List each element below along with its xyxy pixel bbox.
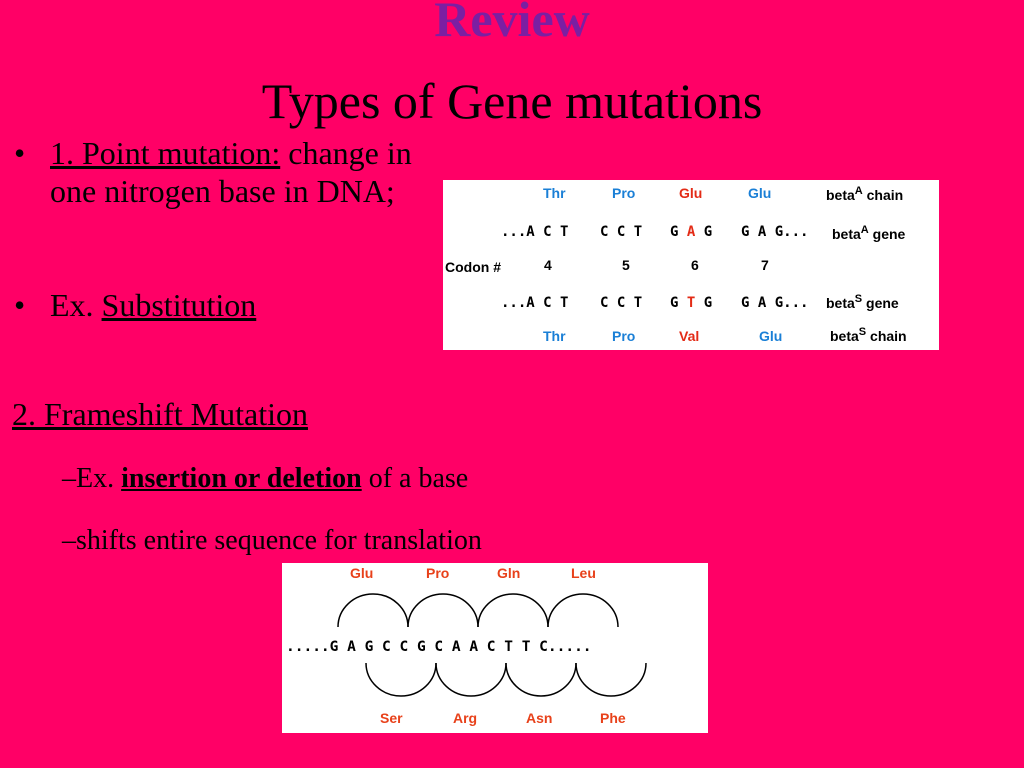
substitution-term: Substitution — [101, 287, 257, 323]
amino-leu: Leu — [571, 565, 596, 581]
bottom-arc-3 — [505, 662, 577, 697]
amino-pro-s: Pro — [612, 328, 636, 344]
beta-a-gene-label: betaA gene — [832, 224, 906, 242]
codon-gtg-mutant: G T G — [670, 295, 713, 311]
codon-cct: C C T — [600, 224, 643, 240]
amino-glu: Glu — [748, 185, 772, 201]
beta-s-chain-label: betaS chain — [830, 326, 907, 344]
codon-gag-s: G A G... — [741, 295, 809, 311]
amino-pro: Pro — [426, 565, 450, 581]
top-arc-3 — [477, 593, 549, 628]
review-heading: Review — [434, 0, 590, 47]
beta-a-chain-label: betaA chain — [826, 185, 904, 203]
codon-7: 7 — [761, 257, 769, 273]
reading-frame-arcs — [337, 593, 647, 697]
codon-5: 5 — [622, 257, 630, 273]
codon-gag-normal: G A G — [670, 224, 713, 240]
amino-thr: Thr — [543, 185, 566, 201]
example-prefix: –Ex. — [62, 463, 122, 494]
dna-sequence: .....G A G C C G C A A C T T C..... — [286, 639, 592, 655]
beta-s-gene-label: betaS gene — [826, 293, 899, 311]
amino-pro: Pro — [612, 185, 636, 201]
point-mutation-term: 1. Point mutation: — [50, 135, 281, 171]
top-arc-4 — [547, 593, 619, 628]
amino-asn: Asn — [526, 710, 553, 726]
codon-act: ...A C T — [501, 224, 569, 240]
bullet-dot: • — [14, 287, 26, 323]
amino-phe: Phe — [600, 710, 626, 726]
codon-cct-s: C C T — [600, 295, 643, 311]
amino-gln: Gln — [497, 565, 521, 581]
slide-title: Types of Gene mutations — [261, 73, 763, 129]
amino-glu-normal: Glu — [679, 185, 703, 201]
point-mutation-diagram: Thr Pro Glu Glu betaA chain ...A C T C C… — [443, 180, 939, 350]
codon-act-s: ...A C T — [501, 295, 569, 311]
top-arc-2 — [407, 593, 479, 628]
amino-arg: Arg — [453, 710, 478, 726]
bullet-dot: • — [14, 135, 26, 171]
amino-thr-s: Thr — [543, 328, 566, 344]
bottom-arc-2 — [435, 662, 507, 697]
amino-glu-s: Glu — [759, 328, 783, 344]
frameshift-description: –shifts entire sequence for translation — [62, 525, 482, 556]
codon-number-label: Codon # — [445, 259, 501, 275]
example-prefix: Ex. — [50, 287, 102, 323]
bullet-example-substitution: • Ex. Substitution — [14, 286, 434, 324]
bottom-arc-1 — [365, 662, 437, 697]
example-suffix: of a base — [361, 463, 469, 494]
bullet-point-mutation: • 1. Point mutation: change in one nitro… — [14, 134, 444, 210]
frameshift-heading: 2. Frameshift Mutation — [12, 396, 308, 432]
amino-ser: Ser — [380, 710, 403, 726]
point-mutation-definition: change in one nitrogen base in DNA; — [50, 135, 412, 209]
codon-gag: G A G... — [741, 224, 809, 240]
codon-6: 6 — [691, 257, 699, 273]
amino-val-mutant: Val — [679, 328, 700, 344]
bottom-arc-4 — [575, 662, 647, 697]
frameshift-example: –Ex. insertion or deletion of a base — [62, 461, 468, 497]
top-arc-1 — [337, 593, 409, 628]
insertion-deletion-term: insertion or deletion — [121, 463, 362, 494]
codon-4: 4 — [544, 257, 552, 273]
frameshift-diagram: Glu Pro Gln Leu .....G A G C C G C A A C… — [282, 563, 708, 733]
amino-glu: Glu — [350, 565, 374, 581]
